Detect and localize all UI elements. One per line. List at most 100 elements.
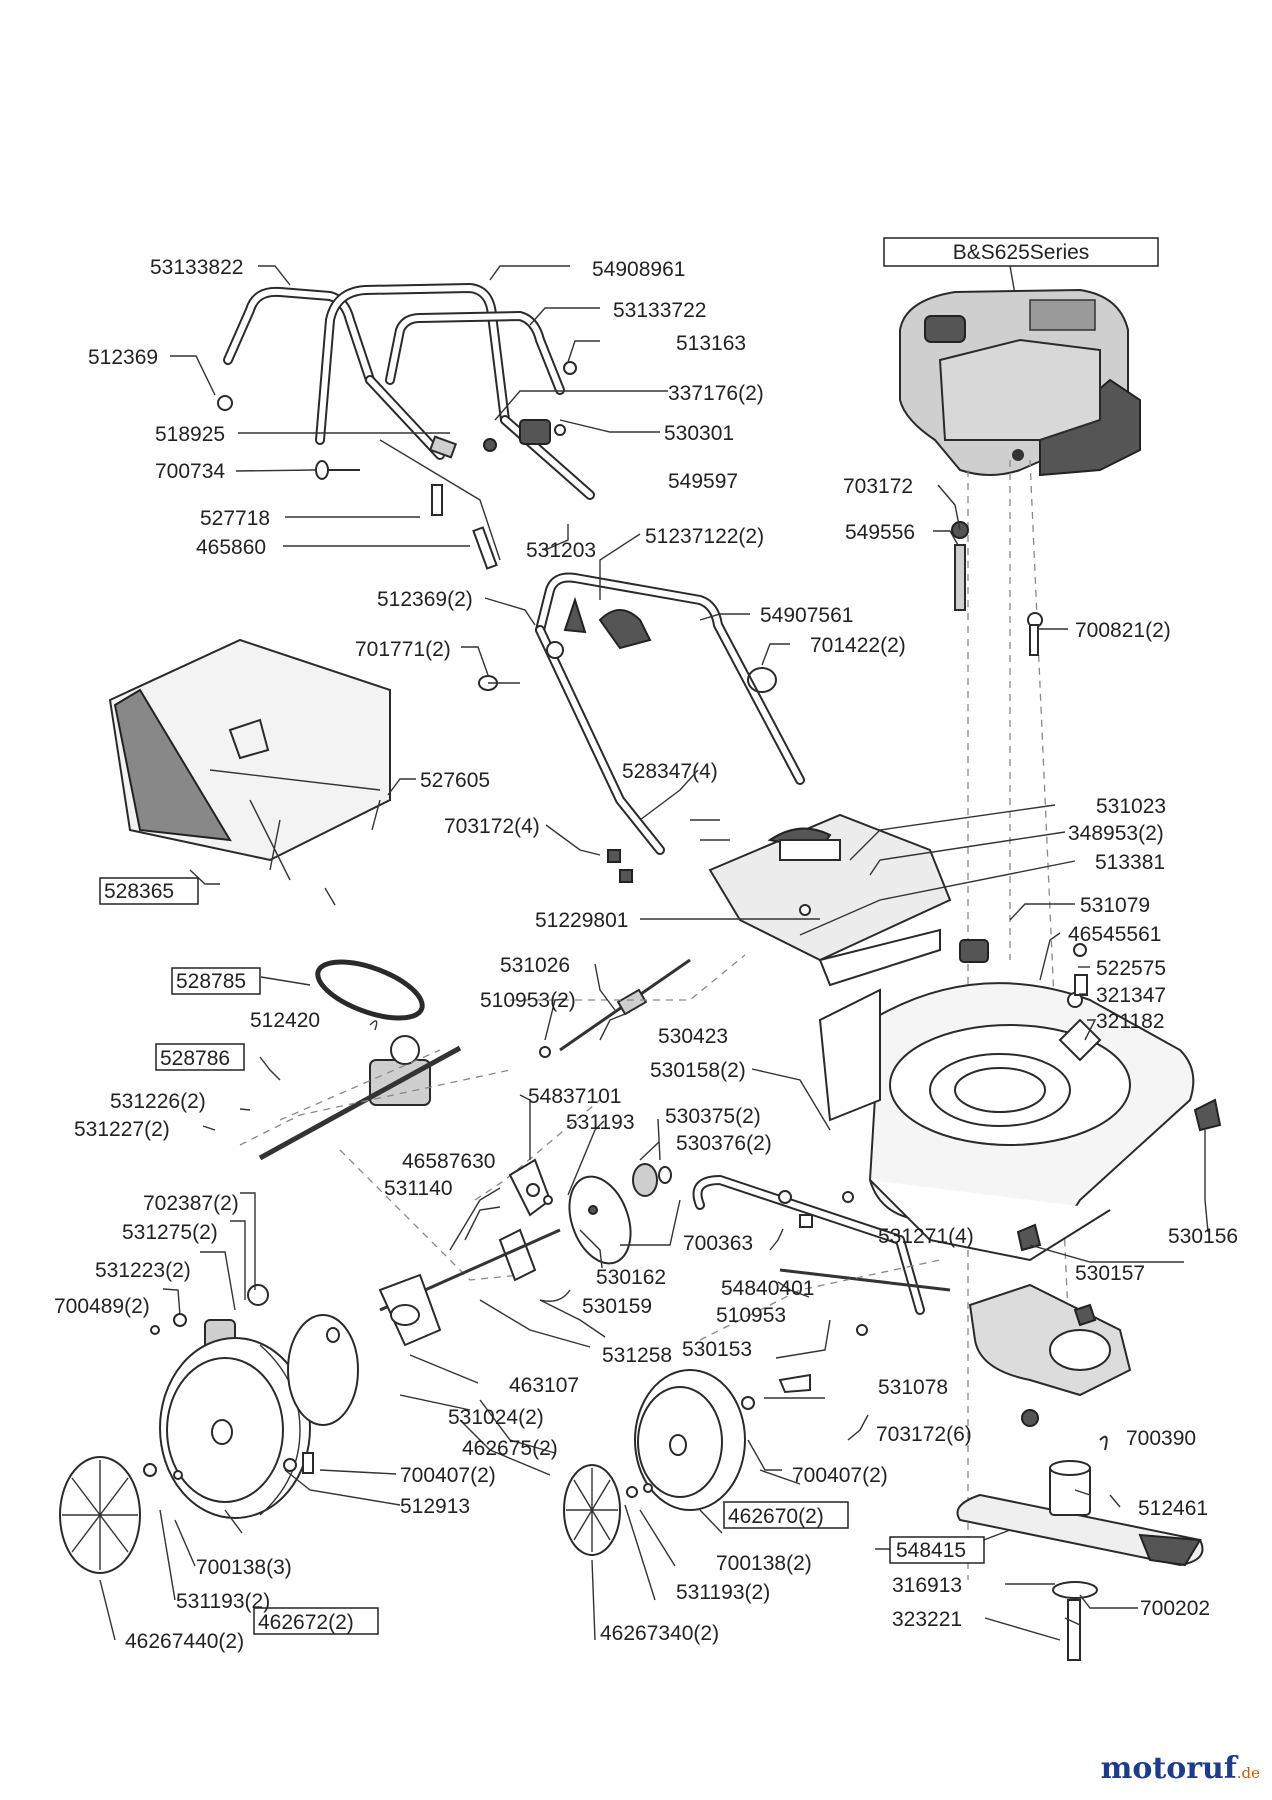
part-label: 700363 xyxy=(683,1232,753,1255)
part-label: 54840401 xyxy=(721,1277,814,1300)
part-label: 701771(2) xyxy=(355,638,451,661)
part-label: 513163 xyxy=(676,332,746,355)
label-box-462672 xyxy=(253,1607,379,1635)
part-label: 531140 xyxy=(384,1177,453,1200)
engine-box-label: B&S625Series xyxy=(953,241,1090,264)
part-label: 531271(4) xyxy=(878,1225,974,1248)
part-label: 700202 xyxy=(1140,1597,1210,1620)
part-label: 530159 xyxy=(582,1295,652,1318)
part-labels: 53133822 54908961 53133722 512369 513163… xyxy=(54,256,1238,1653)
lower-handle-assembly xyxy=(478,572,805,883)
part-label: 531226(2) xyxy=(110,1090,206,1113)
grass-bag xyxy=(108,638,391,881)
part-label: 528786 xyxy=(160,1047,230,1070)
part-label: 528365 xyxy=(104,880,174,903)
label-box-528785 xyxy=(171,967,261,995)
part-label: 51237122(2) xyxy=(645,525,764,548)
part-label: 531079 xyxy=(1080,894,1150,917)
part-label: 53133722 xyxy=(613,299,706,322)
blade-assembly xyxy=(956,1283,1204,1661)
engine-box xyxy=(883,237,1159,267)
part-label: 321182 xyxy=(1096,1010,1165,1033)
part-label: 549597 xyxy=(668,470,738,493)
part-label: 530375(2) xyxy=(665,1105,761,1128)
part-label: 465860 xyxy=(196,536,266,559)
part-label: 703172 xyxy=(843,475,913,498)
part-label: 512461 xyxy=(1138,1497,1208,1520)
part-label: 46545561 xyxy=(1068,923,1161,946)
part-label: 527605 xyxy=(420,769,490,792)
part-label: 531258 xyxy=(602,1344,672,1367)
rear-wheel-inner-cover xyxy=(287,1314,359,1426)
engine-fasteners xyxy=(951,521,1043,656)
leader-lines xyxy=(99,265,1209,1641)
part-label: 700138(2) xyxy=(716,1552,812,1575)
watermark-tld: .de xyxy=(1236,1764,1260,1782)
front-axle-assembly xyxy=(692,1175,951,1394)
rear-deflector xyxy=(708,813,952,987)
label-box-548415 xyxy=(889,1536,985,1564)
part-label: 321347 xyxy=(1096,984,1166,1007)
part-label: 337176(2) xyxy=(668,382,764,405)
part-label: 528785 xyxy=(176,970,246,993)
part-label: 702387(2) xyxy=(143,1192,239,1215)
part-label: 700138(3) xyxy=(196,1556,292,1579)
drive-cable xyxy=(539,958,691,1058)
part-label: 512420 xyxy=(250,1009,320,1032)
part-label: 530423 xyxy=(658,1025,728,1048)
watermark-brand: motoruf xyxy=(1100,1751,1237,1786)
part-label: 531026 xyxy=(500,954,570,977)
part-label: 463107 xyxy=(509,1374,579,1397)
part-label: 700407(2) xyxy=(400,1464,496,1487)
part-label: 530158(2) xyxy=(650,1059,746,1082)
part-label: 512369(2) xyxy=(377,588,473,611)
part-label: 531203 xyxy=(526,539,596,562)
part-label: 510953 xyxy=(716,1304,786,1327)
part-label: 700821(2) xyxy=(1075,619,1171,642)
part-label: 462675(2) xyxy=(462,1437,558,1460)
part-label: 549556 xyxy=(845,521,915,544)
part-label: 316913 xyxy=(892,1574,962,1597)
part-label: 531193(2) xyxy=(676,1581,770,1604)
part-label: 512369 xyxy=(88,346,158,369)
part-label: 512913 xyxy=(400,1495,470,1518)
watermark-logo: motoruf.de xyxy=(1101,1751,1260,1786)
mower-deck xyxy=(818,939,1222,1262)
part-label: 701422(2) xyxy=(810,634,906,657)
part-label: 51229801 xyxy=(535,909,628,932)
engine-illustration: B&S625Series xyxy=(883,237,1159,477)
part-label: 54837101 xyxy=(528,1085,621,1108)
part-label: 530301 xyxy=(664,422,734,445)
part-label: 531024(2) xyxy=(448,1406,544,1429)
part-label: 531078 xyxy=(878,1376,948,1399)
part-label: 528347(4) xyxy=(622,760,718,783)
label-box-528365 xyxy=(99,877,199,905)
part-label: 54907561 xyxy=(760,604,853,627)
rear-hubcap xyxy=(59,1456,141,1574)
part-label: 531023 xyxy=(1096,795,1166,818)
part-label: 703172(4) xyxy=(444,815,540,838)
rear-axle-assembly xyxy=(150,1158,672,1349)
part-label: 531227(2) xyxy=(74,1118,170,1141)
part-label: 700489(2) xyxy=(54,1295,150,1318)
part-label: 530376(2) xyxy=(676,1132,772,1155)
part-label: 323221 xyxy=(892,1608,962,1631)
part-label: 531193 xyxy=(566,1111,635,1134)
part-label: 531223(2) xyxy=(95,1259,191,1282)
upper-handle-assembly xyxy=(217,283,595,570)
drive-assembly xyxy=(239,959,511,1161)
part-label: 54908961 xyxy=(592,258,685,281)
part-label: 527718 xyxy=(200,507,270,530)
part-label: 530153 xyxy=(682,1338,752,1361)
part-label: 46267340(2) xyxy=(600,1622,719,1645)
part-label: 531275(2) xyxy=(122,1221,218,1244)
part-label: 700407(2) xyxy=(792,1464,888,1487)
front-hubcap xyxy=(563,1464,621,1556)
part-label: 548415 xyxy=(896,1539,966,1562)
part-label: 700390 xyxy=(1126,1427,1196,1450)
part-label: 530156 xyxy=(1168,1225,1238,1248)
part-label: 53133822 xyxy=(150,256,243,279)
part-label: 46267440(2) xyxy=(125,1630,244,1653)
part-label: 522575 xyxy=(1096,957,1166,980)
